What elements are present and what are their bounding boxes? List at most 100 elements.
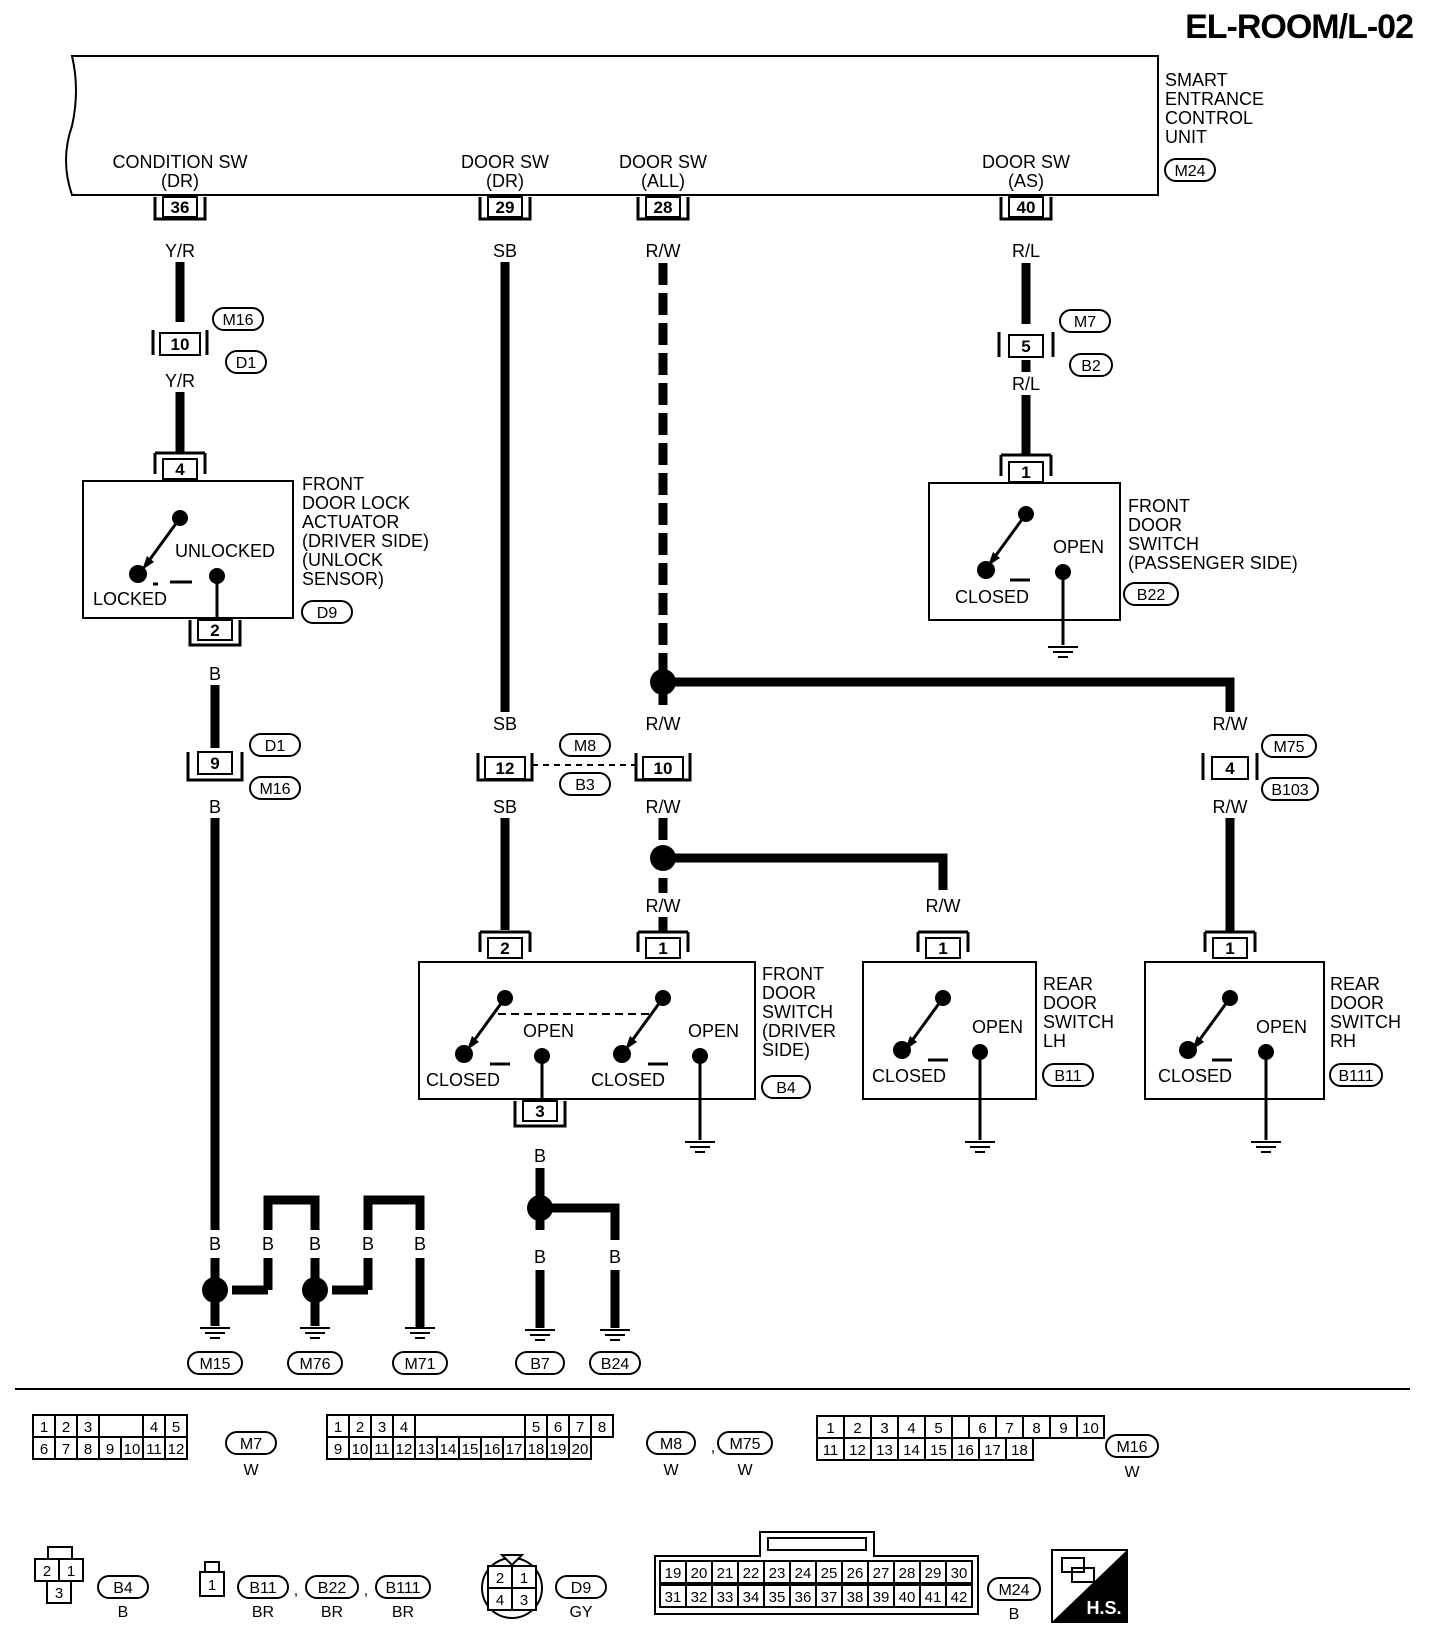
- connector-pin: [1005, 1437, 1034, 1461]
- pin-number: 38: [847, 1589, 864, 1606]
- svg-text:9: 9: [210, 754, 219, 773]
- ground-m76: M76: [287, 1351, 343, 1375]
- svg-text:SENSOR): SENSOR): [302, 569, 384, 589]
- pin-number: 2: [853, 1420, 861, 1437]
- svg-text:M16: M16: [222, 312, 253, 329]
- svg-text:LH: LH: [1043, 1031, 1066, 1051]
- svg-text:FRONT: FRONT: [302, 474, 364, 494]
- terminal-sub: (AS): [1008, 171, 1044, 191]
- wire-color-label: B: [534, 1247, 546, 1267]
- pin-number: 10: [1082, 1420, 1099, 1437]
- svg-text:B: B: [209, 1234, 221, 1254]
- connector-pin: [1076, 1415, 1105, 1439]
- pin-number: 5: [532, 1419, 540, 1436]
- terminal-name: DOOR SW: [461, 152, 549, 172]
- svg-text:OPEN: OPEN: [688, 1021, 739, 1041]
- svg-text:M71: M71: [404, 1356, 435, 1373]
- svg-text:36: 36: [171, 198, 190, 217]
- pin-number: 9: [1059, 1420, 1067, 1437]
- connector-key: [951, 1415, 970, 1439]
- svg-text:M16: M16: [1116, 1439, 1147, 1456]
- svg-text:B4: B4: [113, 1580, 133, 1597]
- pin-number: 13: [418, 1441, 435, 1458]
- connector-view-d9: 2 1 4 3 D9 GY: [481, 1554, 607, 1621]
- svg-text:CLOSED: CLOSED: [591, 1070, 665, 1090]
- svg-text:M8: M8: [660, 1436, 682, 1453]
- svg-text:GY: GY: [569, 1604, 592, 1621]
- pin-number: 17: [984, 1442, 1001, 1459]
- svg-text:M16: M16: [259, 781, 290, 798]
- pin-number: 17: [506, 1441, 523, 1458]
- ecu-pin-28: 28: [636, 196, 690, 221]
- ecu-name-line: SMART: [1165, 70, 1228, 90]
- pin-number: 7: [576, 1419, 584, 1436]
- pin-number: 2: [356, 1419, 364, 1436]
- connector-pin: [945, 1560, 973, 1584]
- svg-text:D9: D9: [571, 1580, 592, 1597]
- pin-number: 15: [462, 1441, 479, 1458]
- pin-number: 42: [951, 1589, 968, 1606]
- svg-text:W: W: [243, 1462, 259, 1479]
- svg-text:1: 1: [67, 1563, 75, 1580]
- pin-number: 23: [769, 1565, 786, 1582]
- svg-text:3: 3: [520, 1592, 528, 1609]
- pin-number: 6: [40, 1441, 48, 1458]
- ecu-pin-29: 29: [478, 196, 532, 221]
- svg-text:(DRIVER: (DRIVER: [762, 1021, 836, 1041]
- pin-number: 40: [899, 1589, 916, 1606]
- terminal-name: DOOR SW: [982, 152, 1070, 172]
- svg-text:1: 1: [520, 1570, 528, 1587]
- wire-color-label: B: [534, 1146, 546, 1166]
- svg-text:B: B: [1009, 1606, 1020, 1623]
- connector-key: [98, 1414, 144, 1438]
- svg-text:1: 1: [1225, 939, 1234, 958]
- pin-number: 4: [907, 1420, 915, 1437]
- pin-number: 3: [84, 1419, 92, 1436]
- pin-number: 11: [146, 1441, 162, 1458]
- pin-number: 37: [821, 1589, 838, 1606]
- hs-badge: H.S.: [1051, 1549, 1128, 1623]
- svg-text:B3: B3: [575, 777, 595, 794]
- terminal-sub: (ALL): [641, 171, 685, 191]
- terminal-name: CONDITION SW: [113, 152, 248, 172]
- wire-rw: [663, 677, 1235, 712]
- svg-text:W: W: [737, 1462, 753, 1479]
- wire-color-label: B: [609, 1247, 621, 1267]
- ecu-name-line: CONTROL: [1165, 108, 1253, 128]
- inline-connector-m8-b3: 12 10 M8 B3: [476, 733, 692, 796]
- wire-color-label: R/W: [646, 241, 681, 261]
- svg-text:M75: M75: [1273, 739, 1304, 756]
- svg-text:B111: B111: [386, 1580, 421, 1597]
- pin-number: 12: [396, 1441, 413, 1458]
- inline-connector-m7-b2: 5 M7 B2: [997, 309, 1113, 377]
- front-door-switch-passenger: 1 OPEN CLOSED FRONT DOOR SWITCH (PASSENG…: [928, 453, 1298, 658]
- pin-number: 16: [957, 1442, 974, 1459]
- wire-color-label: R/W: [1213, 797, 1248, 817]
- pin-number: 14: [903, 1442, 920, 1459]
- svg-text:LOCKED: LOCKED: [93, 589, 167, 609]
- ground-b24: B24: [589, 1351, 641, 1375]
- svg-text:CLOSED: CLOSED: [872, 1066, 946, 1086]
- svg-text:OPEN: OPEN: [1053, 537, 1104, 557]
- svg-text:B4: B4: [776, 1080, 796, 1097]
- ground-m15: M15: [187, 1351, 243, 1375]
- pin-number: 11: [823, 1442, 839, 1459]
- pin-number: 16: [484, 1441, 501, 1458]
- pin-number: 36: [795, 1589, 812, 1606]
- svg-text:29: 29: [496, 198, 515, 217]
- ecu-name-line: UNIT: [1165, 127, 1207, 147]
- svg-text:DOOR LOCK: DOOR LOCK: [302, 493, 410, 513]
- svg-text:B111: B111: [1339, 1068, 1374, 1085]
- pin-number: 3: [880, 1420, 888, 1437]
- connector-view-b11: 1 B11 BR , B22 BR , B111 BR: [199, 1561, 431, 1621]
- svg-text:B: B: [262, 1234, 274, 1254]
- pin-number: 10: [352, 1441, 369, 1458]
- ecu-pin-36: 36: [153, 196, 207, 221]
- svg-text:(UNLOCK: (UNLOCK: [302, 550, 383, 570]
- terminal-sub: (DR): [486, 171, 524, 191]
- svg-text:FRONT: FRONT: [1128, 496, 1190, 516]
- ecu-connector-label: M24: [1174, 163, 1205, 180]
- pin-number: 1: [40, 1419, 48, 1436]
- wire-color-label: SB: [493, 714, 517, 734]
